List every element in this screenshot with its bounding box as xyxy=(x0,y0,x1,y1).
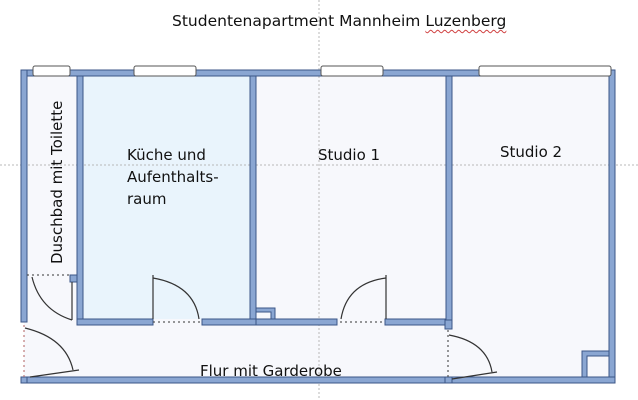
post-entrance xyxy=(20,376,28,384)
room-label-bath: Duschbad mit Toilette xyxy=(48,100,66,264)
room-label-hallway: Flur mit Garderobe xyxy=(200,362,342,380)
window-bath xyxy=(32,65,71,77)
door-studio1-swing xyxy=(340,277,387,320)
wall-bath-kitchen xyxy=(76,75,84,326)
door-kitchen-swing xyxy=(152,277,200,320)
post-bath-door xyxy=(69,274,78,283)
plan-title-text: Studentenapartment Mannheim xyxy=(172,12,426,30)
door-studio2-leaf xyxy=(451,371,498,380)
plan-title: Studentenapartment Mannheim Luzenberg xyxy=(172,12,506,30)
room-fill-kitchen xyxy=(83,76,250,319)
window-studio1 xyxy=(320,65,384,77)
wall-studio1-studio2 xyxy=(445,75,453,326)
room-label-studio1: Studio 1 xyxy=(318,146,381,164)
room-label-kitchen-line2: Aufenthalts- xyxy=(127,168,219,186)
wall-studio1-bottom-left xyxy=(255,318,338,326)
shaft-studio1 xyxy=(255,307,276,320)
wall-kitchen-bottom-right xyxy=(201,318,257,326)
room-label-kitchen-line1: Küche und xyxy=(127,146,206,164)
wall-right xyxy=(608,69,616,384)
room-label-studio2: Studio 2 xyxy=(500,143,563,161)
post-studio2-door-top xyxy=(444,319,453,330)
wall-kitchen-bottom-left xyxy=(76,318,154,326)
room-label-kitchen-line3: raum xyxy=(127,190,167,208)
door-entrance-swing xyxy=(24,327,74,371)
wall-left xyxy=(20,69,28,323)
wall-studio1-bottom-right xyxy=(384,318,447,326)
door-bath-swing xyxy=(31,276,73,321)
window-kitchen xyxy=(133,65,197,77)
door-studio2-swing xyxy=(448,334,493,373)
door-entrance-leaf xyxy=(29,369,80,378)
wall-kitchen-studio1 xyxy=(249,75,257,326)
post-studio2-door-bottom xyxy=(444,376,453,384)
window-studio2 xyxy=(478,65,612,77)
plan-title-misspelled-word: Luzenberg xyxy=(425,12,507,30)
shaft-studio2 xyxy=(581,350,610,378)
